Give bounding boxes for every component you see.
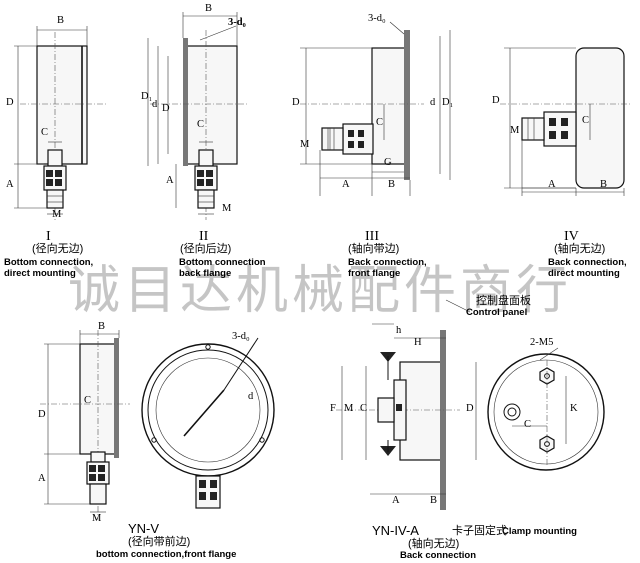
dim-d-label: D <box>292 97 300 108</box>
panel-en: Control panel <box>466 307 528 318</box>
view-iii-en2: front flange <box>348 268 401 279</box>
view-iv-cn: (轴向无边) <box>554 243 606 255</box>
dim-d-label: D <box>6 97 14 108</box>
dim-c-label: C <box>582 115 590 126</box>
yn-iv-a-model: YN-IV-A <box>372 523 419 538</box>
dim-g-label: G <box>384 157 392 168</box>
clamp-cn: 卡子固定式 <box>452 525 507 537</box>
dim-m-label: M <box>92 513 102 524</box>
dim-d-label: D <box>38 409 46 420</box>
dim-b-label: B <box>98 321 106 332</box>
dim-d-label: D <box>162 103 170 114</box>
dim-h-label: H <box>414 337 422 348</box>
view-i-numeral: I <box>46 229 51 244</box>
view-i-drawing <box>14 26 108 220</box>
view-ii-drawing <box>147 12 248 220</box>
dim-a-label: A <box>38 473 46 484</box>
dim-c-label: C <box>197 119 205 130</box>
view-ii-en1: Bottom connection <box>179 257 266 268</box>
dim-a-label: A <box>392 495 400 506</box>
dim-c-label: C <box>524 419 532 430</box>
dim-a-label: A <box>166 175 174 186</box>
view-i-en2: direct mounting <box>4 268 76 279</box>
dim-a-label: A <box>6 179 14 190</box>
clamp-en: Clamp mounting <box>502 526 577 537</box>
view-i-cn: (径向无边) <box>32 243 84 255</box>
panel-cn: 控制盘面板 <box>476 295 531 307</box>
yn-iv-a-en: Back connection <box>400 550 477 561</box>
view-ii-en2: back flange <box>179 268 232 279</box>
view-i-en1: Bottom connection, <box>4 257 94 268</box>
view-iv-en2: direct mounting <box>548 268 620 279</box>
yn-v-cn: (径向带前边) <box>128 536 191 548</box>
dim-m-label: M <box>52 209 62 220</box>
dim-small-d-label: d <box>430 97 436 108</box>
yn-v-en: bottom connection,front flange <box>96 549 237 560</box>
view-iii-cn: (轴向带边) <box>348 243 400 255</box>
dim-a-label: A <box>342 179 350 190</box>
dim-d1-label: D₁ <box>442 97 454 108</box>
view-ii-numeral: II <box>199 229 209 244</box>
view-iii-en1: Back connection, <box>348 257 427 268</box>
view-iv-drawing <box>500 47 632 196</box>
dim-m-label: M <box>344 403 354 414</box>
yn-v-model: YN-V <box>128 521 160 536</box>
dim-d1-label: D₁ <box>141 91 153 102</box>
dim-c-label: C <box>360 403 368 414</box>
view-iv-en1: Back connection, <box>548 257 627 268</box>
watermark: 诚目达机械配件商行 <box>67 261 572 321</box>
dim-c-label: C <box>41 127 49 138</box>
yn-v-side-drawing <box>40 330 130 520</box>
dim-m-label: M <box>222 203 232 214</box>
dim-d0-label: 3-d₀ <box>232 331 250 342</box>
dim-b-label: B <box>388 179 396 190</box>
dim-m-label: M <box>300 139 310 150</box>
view-iii-numeral: III <box>365 229 379 244</box>
yn-iv-a-cn: (轴向无边) <box>408 538 460 550</box>
view-iii-drawing <box>300 21 451 196</box>
dim-h-small-label: h <box>396 325 402 336</box>
dim-d-label: D <box>492 95 500 106</box>
dim-b-label: B <box>57 15 65 26</box>
dim-k-label: K <box>570 403 578 414</box>
dim-d0-label: 3-d₀ <box>228 17 246 28</box>
dim-m-label: M <box>510 125 520 136</box>
dim-c-label: C <box>376 117 384 128</box>
dim-small-d-label: d <box>248 391 254 402</box>
dim-f-label: F <box>330 403 336 414</box>
dim-d-label: D <box>466 403 474 414</box>
dim-d0-label: 3-d₀ <box>368 13 386 24</box>
dim-c-label: C <box>84 395 92 406</box>
dim-small-d-label: d <box>152 99 158 110</box>
dim-m5-label: 2-M5 <box>530 337 554 348</box>
yn-v-front-drawing <box>141 337 275 509</box>
yn-iv-a-back-drawing <box>487 347 605 471</box>
yn-iv-a-side-drawing <box>336 299 477 510</box>
view-ii-cn: (径向后边) <box>180 243 232 255</box>
dim-b-label: B <box>430 495 438 506</box>
dim-b-label: B <box>205 3 213 14</box>
dim-a-label: A <box>548 179 556 190</box>
dim-b-label: B <box>600 179 608 190</box>
view-iv-numeral: IV <box>564 229 579 244</box>
